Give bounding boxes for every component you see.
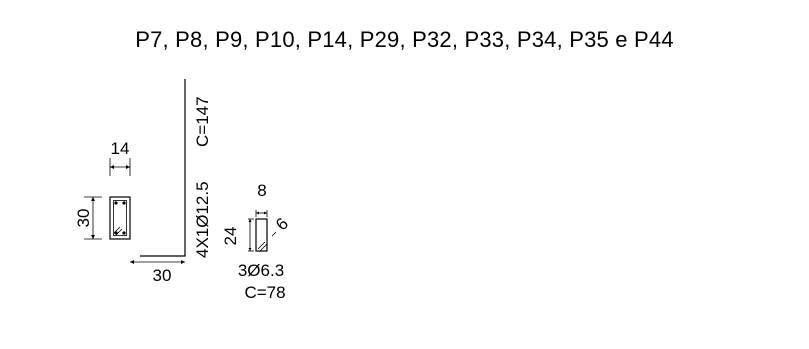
section-width-label: 14 — [111, 139, 130, 158]
stirrup-outline — [255, 218, 268, 252]
stirrup-spec-label: 3Ø6.3 — [238, 261, 284, 280]
corner-bar — [122, 201, 126, 205]
stirrup-length-label: C=78 — [244, 283, 285, 302]
stirrup-height-label: 24 — [221, 227, 240, 246]
bar-shape — [140, 79, 186, 257]
longitudinal-bar: 30 4X1Ø12.5 C=147 — [130, 79, 212, 285]
corner-bar — [114, 201, 118, 205]
stirrup-width-label: 8 — [257, 181, 266, 200]
corner-bar — [122, 231, 126, 235]
section-height-label: 30 — [74, 209, 93, 228]
pillar-list-title: P7, P8, P9, P10, P14, P29, P32, P33, P34… — [135, 27, 674, 52]
section-height-dimension: 30 — [74, 196, 102, 240]
column-section — [109, 196, 131, 240]
section-width-dimension: 14 — [109, 139, 131, 176]
section-outline — [109, 196, 131, 240]
stirrup-detail: 8 24 6 3Ø6.3 C=78 — [221, 181, 292, 302]
bar-foot-label: 30 — [153, 266, 172, 285]
stirrup-hook-label: 6 — [272, 214, 292, 234]
stirrup-hook-2 — [259, 243, 268, 252]
bar-spec-label: 4X1Ø12.5 — [193, 181, 212, 258]
corner-bar — [114, 231, 118, 235]
section-stirrup — [113, 200, 127, 236]
bar-length-label: C=147 — [193, 96, 212, 147]
stirrup-hook — [257, 241, 266, 250]
